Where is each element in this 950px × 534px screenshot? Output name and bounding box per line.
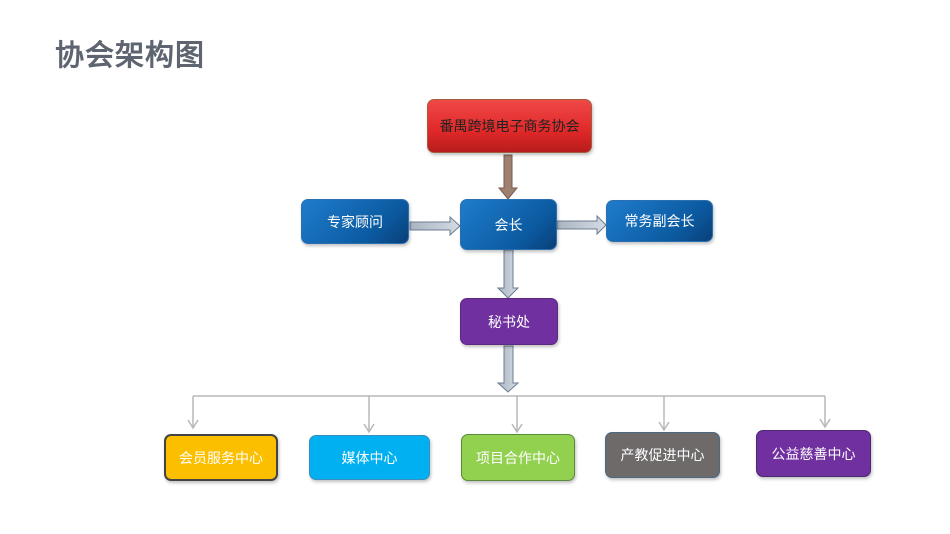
arrow-president-to-vice — [556, 214, 607, 236]
arrow-president-to-secretariat — [496, 249, 520, 299]
vice-president-box: 常务副会长 — [606, 200, 713, 242]
center-media: 媒体中心 — [309, 435, 430, 480]
branch-lines — [187, 395, 831, 434]
advisor-box: 专家顾问 — [301, 199, 409, 244]
center-charity: 公益慈善中心 — [756, 430, 871, 477]
president-box: 会长 — [460, 199, 557, 250]
center-project-cooperation: 项目合作中心 — [461, 434, 575, 481]
page-title: 协会架构图 — [55, 38, 206, 72]
arrow-secretariat-to-centers — [496, 345, 520, 393]
arrow-top-to-president — [497, 154, 519, 200]
arrow-advisor-to-president — [409, 215, 461, 237]
secretariat-box: 秘书处 — [460, 298, 558, 345]
center-industry-education: 产教促进中心 — [605, 432, 720, 478]
association-box: 番禺跨境电子商务协会 — [427, 99, 592, 153]
center-member-services: 会员服务中心 — [164, 434, 278, 481]
org-chart-canvas — [163, 93, 875, 493]
